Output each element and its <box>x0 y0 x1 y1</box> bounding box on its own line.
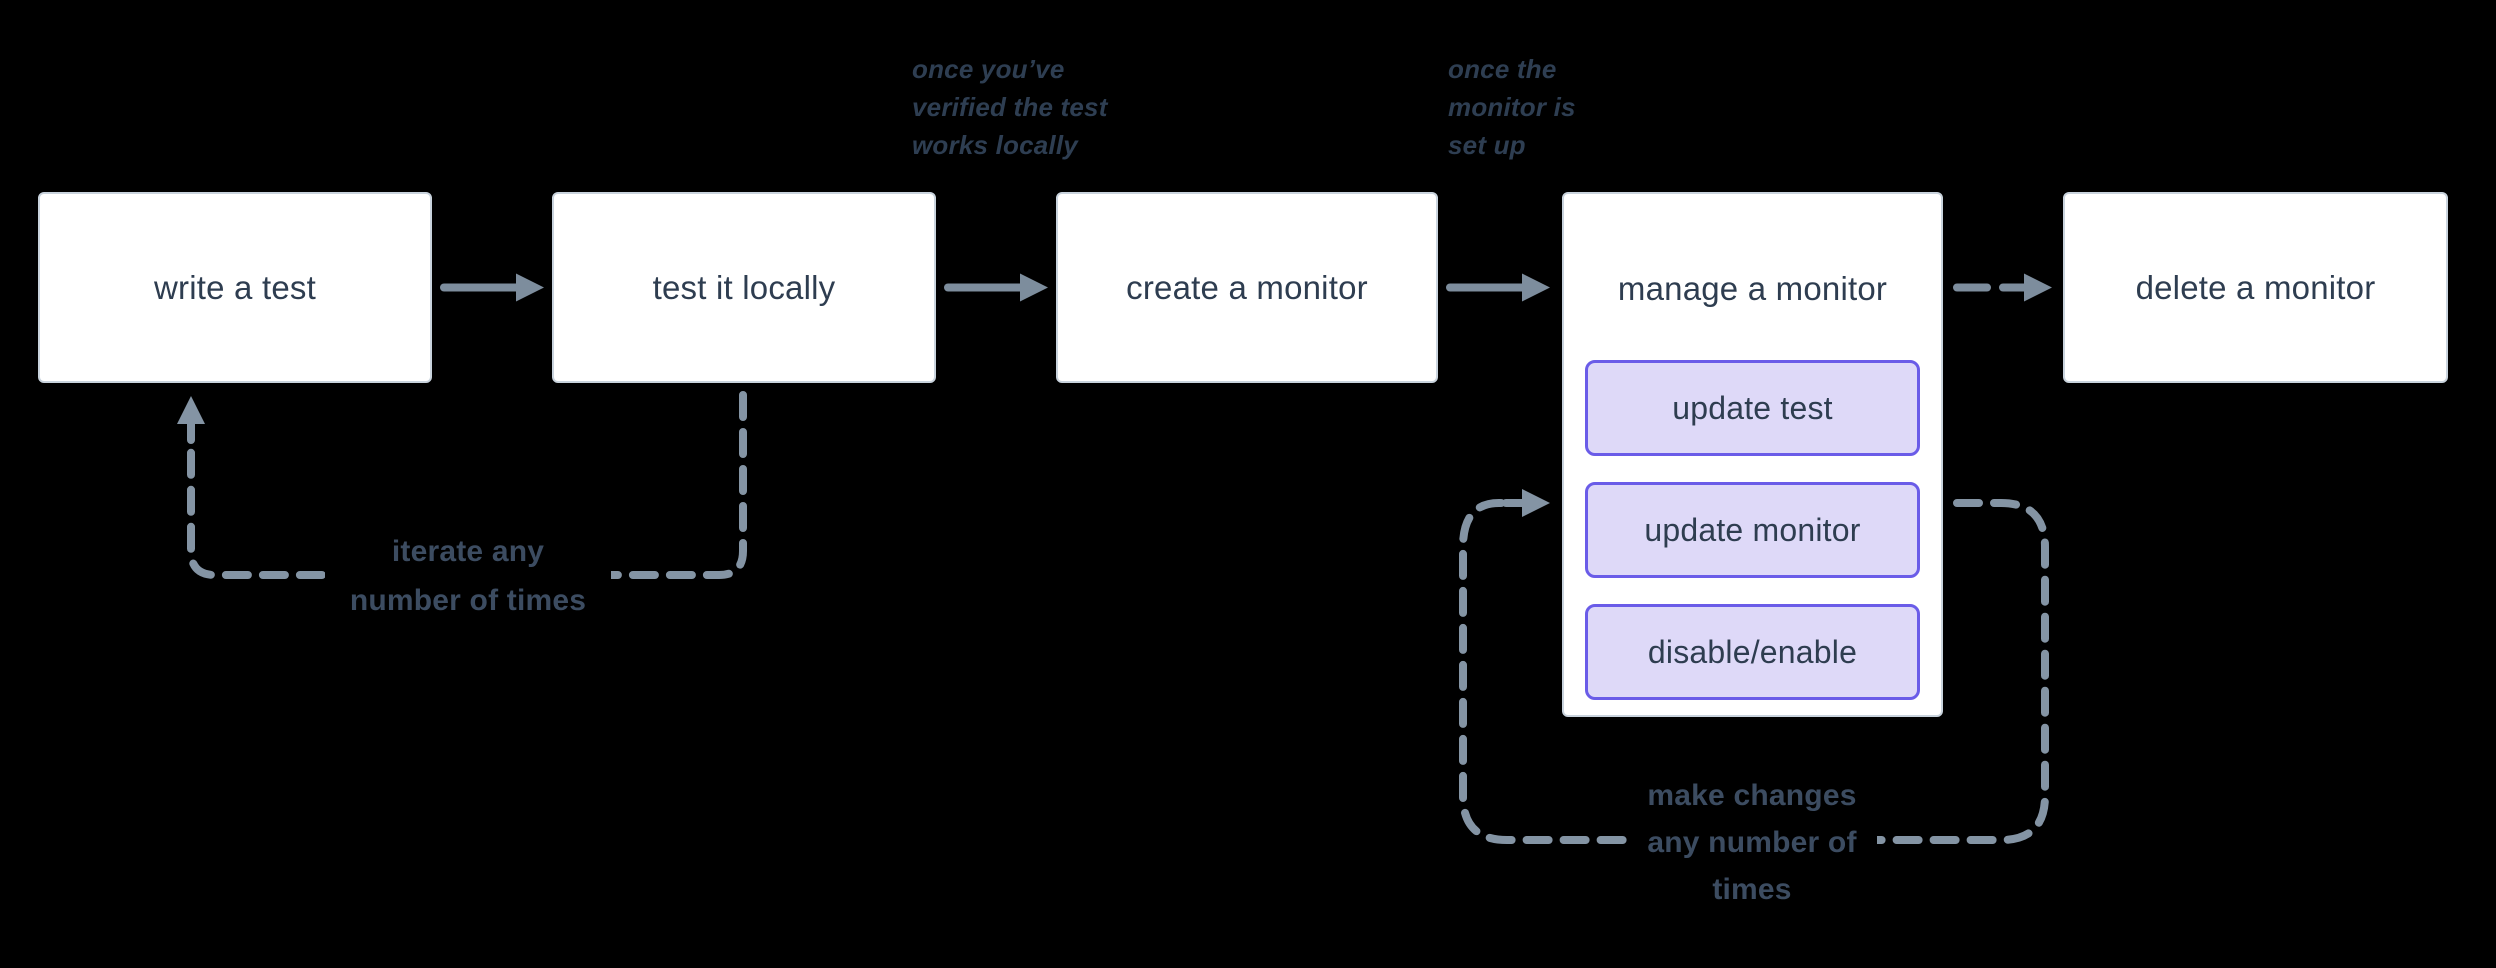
node-test-it-locally: test it locally <box>552 192 936 383</box>
subnode-update-test: update test <box>1585 360 1920 456</box>
subnode-label: update test <box>1672 389 1833 426</box>
arrow-test-to-create <box>944 273 1048 302</box>
annotation-verified-locally: once you’ve verified the test works loca… <box>912 54 1108 160</box>
subnode-label: disable/enable <box>1647 633 1858 670</box>
node-label: create a monitor <box>1126 268 1368 306</box>
node-label: delete a monitor <box>2135 268 2376 306</box>
arrow-create-to-manage <box>1446 273 1550 302</box>
loop-label-iterate: iterate any number of times <box>325 527 611 625</box>
node-label: test it locally <box>652 268 836 306</box>
node-create-a-monitor: create a monitor <box>1056 192 1438 383</box>
subnode-label: update monitor <box>1644 511 1861 548</box>
annotation-monitor-set-up: once the monitor is set up <box>1448 54 1576 160</box>
node-label: write a test <box>154 268 316 306</box>
arrow-manage-to-delete <box>1953 273 2052 302</box>
arrow-write-to-test <box>440 273 544 302</box>
subnode-disable-enable: disable/enable <box>1585 604 1920 700</box>
node-label: manage a monitor <box>1617 270 1888 307</box>
node-manage-a-monitor: manage a monitor update test update moni… <box>1562 192 1943 717</box>
node-delete-a-monitor: delete a monitor <box>2063 192 2448 383</box>
subnode-update-monitor: update monitor <box>1585 482 1920 578</box>
loop-label-make-changes: make changes any number of times <box>1627 772 1877 913</box>
node-write-a-test: write a test <box>38 192 432 383</box>
